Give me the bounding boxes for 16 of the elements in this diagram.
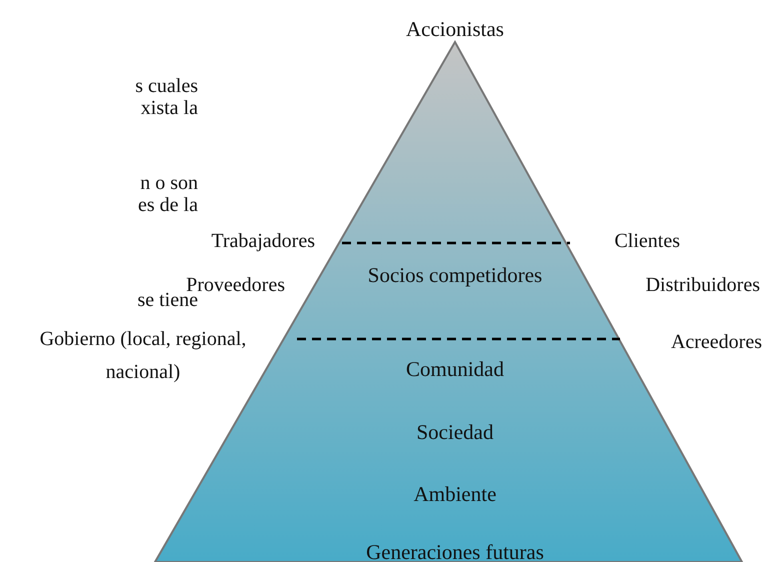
stakeholder-label: Gobierno (local, regional, nacional) (38, 327, 248, 385)
stakeholder-label: Proveedores (186, 274, 285, 296)
layer-label: Comunidad (405, 356, 505, 383)
stakeholder-label: Trabajadores (210, 230, 315, 252)
stakeholder-label: Clientes (613, 230, 680, 252)
text-fragment: s cuales (134, 75, 198, 97)
text-fragment: n o son (139, 172, 198, 194)
text-fragment: es de la (137, 194, 198, 216)
layer-label: Generaciones futuras (365, 539, 545, 562)
accionistas-label: Accionistas (405, 16, 505, 43)
stakeholder-label: Acreedores (670, 331, 762, 353)
layer-label: Sociedad (416, 419, 494, 446)
layer-label: Socios competidores (366, 262, 544, 289)
layer-label: Ambiente (412, 481, 498, 508)
stakeholder-label: Distribuidores (644, 274, 760, 296)
text-fragment: xista la (140, 97, 198, 119)
